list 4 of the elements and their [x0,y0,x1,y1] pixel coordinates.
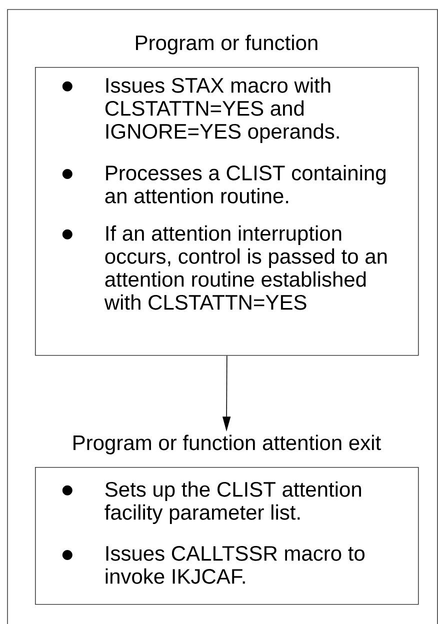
box-heading: Program or function attention exit [74,434,381,454]
box-heading: Program or function [136,34,318,54]
process-box: Issues STAX macro with CLSTATTN=YES and IGNORE=YES operands. Processes a CLIST containing an attention routine. If an attention interruption occurs, control is passed to an attention routine established with CLSTATTN=YES [35,67,419,356]
process-box: Sets up the CLIST attention facility parameter list. Issues CALLTSSR macro to invoke IKJCAF. [35,467,419,605]
